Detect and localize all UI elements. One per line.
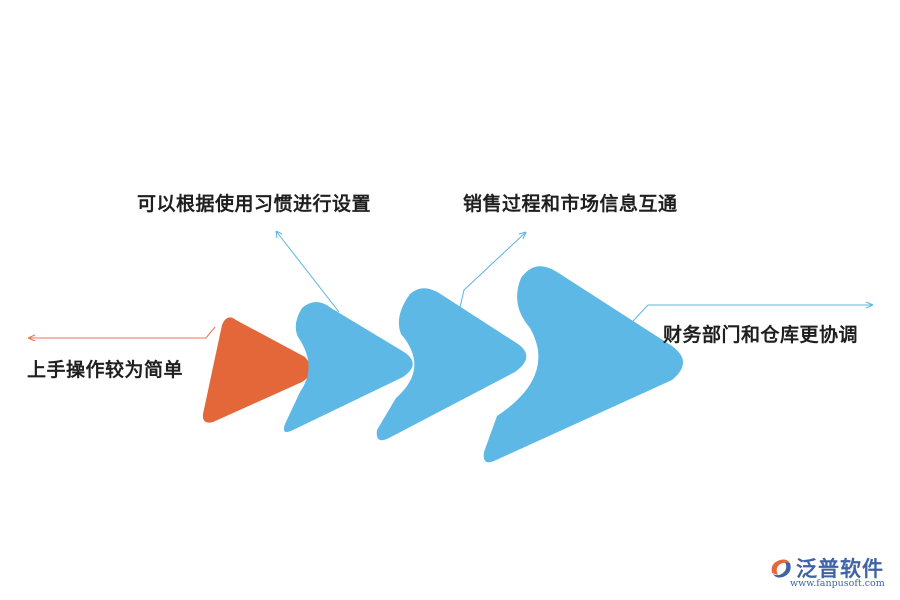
- blue-chevron-1: [283, 302, 413, 433]
- blue-chevron-2: [376, 288, 527, 441]
- arrowhead-right: [865, 301, 874, 309]
- blue-chevron-3: [483, 266, 683, 463]
- connector-right: [632, 304, 873, 322]
- label-custom-settings: 可以根据使用习惯进行设置: [137, 193, 372, 215]
- label-sales-market-sync: 销售过程和市场信息互通: [463, 193, 678, 215]
- logo-name: 泛普软件: [796, 557, 884, 581]
- arrowhead-left: [27, 334, 36, 342]
- arrowhead-top1: [275, 230, 283, 239]
- connector-top2: [458, 231, 527, 313]
- label-easy-operation: 上手操作较为简单: [27, 359, 184, 381]
- orange-arrow-shape: [202, 317, 311, 423]
- connector-left: [28, 326, 216, 339]
- arrowhead-top2: [518, 231, 527, 240]
- connector-top1: [275, 230, 340, 313]
- logo-url: www.fanpusoft.com: [790, 578, 885, 589]
- logo-swirl-icon: [771, 559, 791, 578]
- label-finance-warehouse: 财务部门和仓库更协调: [663, 324, 859, 346]
